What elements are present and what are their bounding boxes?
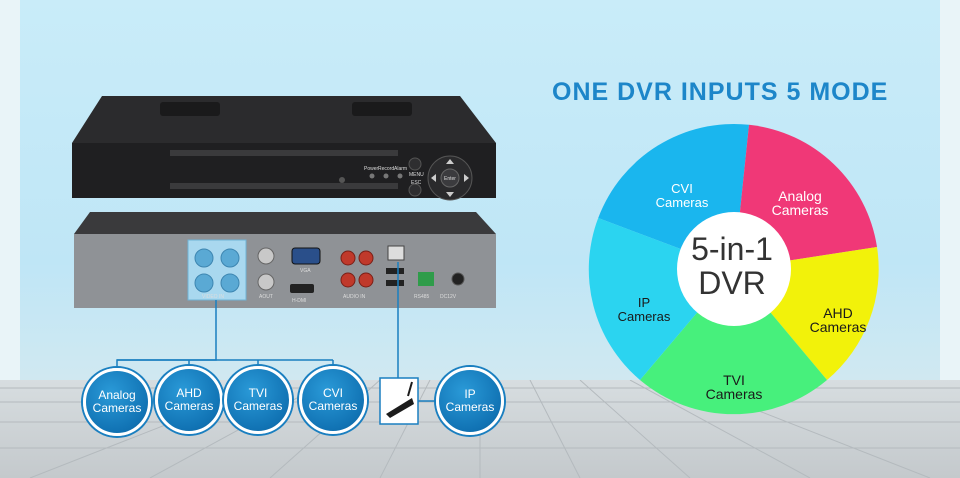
- vent-left: [160, 102, 220, 116]
- tvi-line2: Cameras: [705, 386, 763, 402]
- rear-top-panel: [74, 212, 496, 234]
- bnc-port-1: [194, 248, 214, 268]
- lan-port: [387, 245, 405, 261]
- ir-sensor: [339, 177, 345, 183]
- esc-label: ESC: [411, 180, 422, 186]
- audio-in-port-4: [358, 272, 374, 288]
- aout-port-1: [257, 247, 275, 265]
- usb-port-1: [386, 268, 404, 274]
- front-grille-bottom: [170, 183, 398, 189]
- up-arrow-icon: [446, 159, 454, 164]
- audio-in-label: AUDIO IN: [343, 294, 366, 300]
- rs485-terminal: [418, 272, 434, 286]
- audio-in-port-1: [340, 250, 356, 266]
- bubble-analog-line1: Analog: [98, 388, 136, 402]
- cvi-line1: CVI: [671, 181, 693, 196]
- segment-label-ip: IP Cameras: [584, 296, 704, 324]
- right-arrow-icon: [464, 174, 469, 182]
- bnc-port-4: [220, 273, 240, 293]
- headline: ONE DVR INPUTS 5 MODE: [552, 78, 889, 106]
- bubble-cvi-line1: CVI: [322, 386, 343, 400]
- hdmi-label: H-DMI: [292, 298, 306, 304]
- bubble-cvi-line2: Cameras: [308, 399, 358, 413]
- rs485-label: RS485: [414, 294, 430, 300]
- analog-line1: Analog: [778, 188, 822, 204]
- center-line1: 5-in-1: [691, 231, 773, 267]
- vga-label: VGA: [300, 268, 311, 274]
- aout-port-2: [257, 273, 275, 291]
- router-icon: [379, 377, 419, 425]
- segment-tvi: [640, 269, 827, 415]
- bubble-tvi-line2: Cameras: [233, 399, 283, 413]
- bubble-ahd-line2: Cameras: [164, 399, 214, 413]
- ahd-line2: Cameras: [809, 319, 867, 335]
- mode-circle: [588, 124, 879, 415]
- audio-in-port-2: [358, 250, 374, 266]
- segment-label-analog: Analog Cameras: [740, 189, 860, 217]
- bnc-port-2: [220, 248, 240, 268]
- center-line2: DVR: [698, 265, 766, 301]
- dc-power-port: [451, 272, 465, 286]
- dc12v-label: DC12V: [440, 294, 457, 300]
- segment-label-ahd: AHD Cameras: [778, 306, 898, 334]
- analog-line2: Cameras: [771, 202, 829, 218]
- menu-button[interactable]: [408, 157, 422, 171]
- down-arrow-icon: [446, 192, 454, 197]
- power-led: [369, 173, 375, 179]
- alarm-label: Alarm: [394, 166, 407, 172]
- tvi-line1: TVI: [723, 372, 745, 388]
- record-led: [383, 173, 389, 179]
- front-grille-top: [170, 150, 398, 156]
- center-title: 5-in-1 DVR: [667, 232, 797, 300]
- ip-line1: IP: [637, 295, 651, 310]
- ahd-line1: AHD: [823, 305, 853, 321]
- bubble-analog-line2: Cameras: [92, 401, 142, 415]
- cvi-line2: Cameras: [655, 195, 709, 210]
- left-arrow-icon: [431, 174, 436, 182]
- center-disc: [677, 212, 791, 326]
- record-label: Record: [378, 166, 394, 172]
- bubble-ip-line2: Cameras: [445, 400, 495, 414]
- bubble-ahd-line1: AHD: [176, 386, 202, 400]
- enter-button[interactable]: [440, 168, 460, 188]
- bubble-tvi-line1: TVI: [248, 386, 268, 400]
- vga-port: [291, 247, 321, 265]
- aout-label: AOUT: [259, 294, 273, 300]
- power-label: Power: [364, 166, 379, 172]
- bubble-ip-line1: IP: [464, 387, 476, 401]
- hdmi-port: [290, 284, 314, 293]
- line-video-in: [116, 300, 217, 372]
- right-margin: [940, 0, 960, 478]
- bnc-port-3: [194, 273, 214, 293]
- vent-right: [352, 102, 412, 116]
- segment-label-tvi: TVI Cameras: [674, 373, 794, 401]
- esc-button[interactable]: [408, 183, 422, 197]
- menu-label: MENU: [409, 172, 424, 178]
- enter-label: Enter: [444, 176, 456, 182]
- audio-in-port-3: [340, 272, 356, 288]
- video-in-label: VIDEO IN: [202, 294, 224, 300]
- ip-line2: Cameras: [617, 309, 671, 324]
- left-margin: [0, 0, 20, 478]
- alarm-led: [397, 173, 403, 179]
- segment-label-cvi: CVI Cameras: [622, 182, 742, 210]
- rear-panel: [74, 234, 496, 308]
- dvr-illustration: Power Record Alarm MENU ESC Enter VIDEO …: [72, 96, 496, 308]
- usb-port-2: [386, 280, 404, 286]
